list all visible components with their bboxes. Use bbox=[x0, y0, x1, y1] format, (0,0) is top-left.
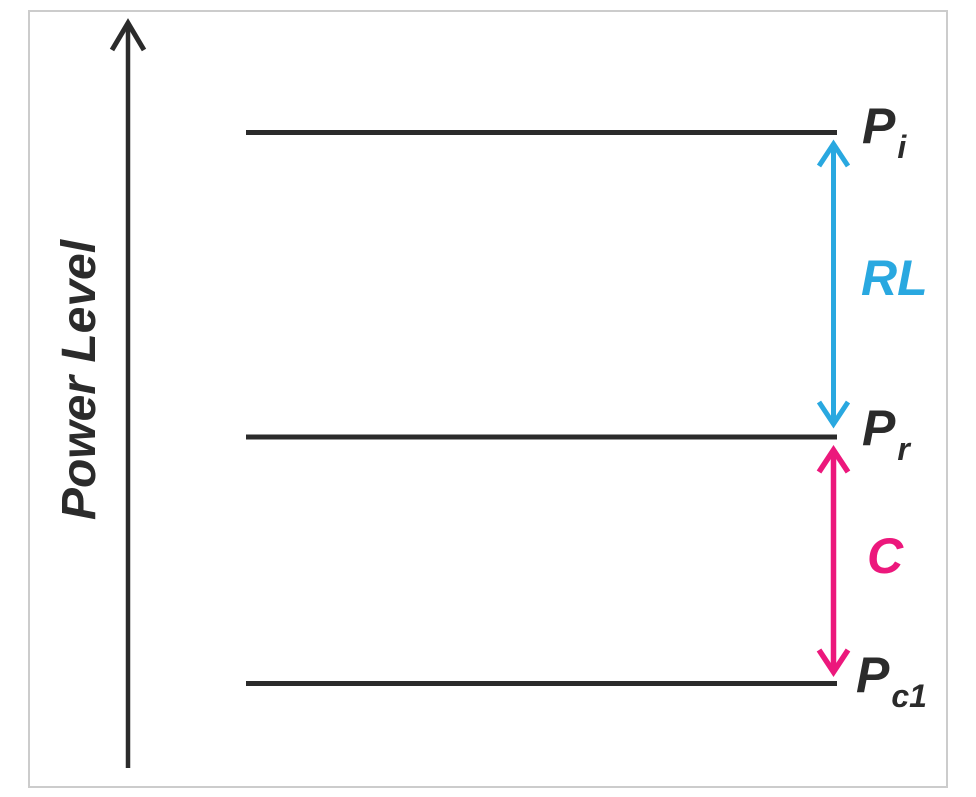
coupling-label: C bbox=[867, 528, 904, 584]
return-loss-arrow bbox=[816, 139, 851, 429]
return-loss-arrowhead-down-icon bbox=[816, 400, 851, 429]
power-axis-arrowhead-icon bbox=[109, 18, 147, 52]
coupling-arrow bbox=[816, 445, 851, 677]
figure-frame bbox=[28, 10, 948, 788]
pc1-label-base: P bbox=[856, 647, 890, 703]
return-loss-label: RL bbox=[861, 250, 928, 306]
power-axis bbox=[109, 18, 147, 768]
pi-level-label: Pi bbox=[862, 101, 906, 163]
pi-label-base: P bbox=[862, 98, 896, 154]
pc1-level-label: Pc1 bbox=[856, 650, 927, 712]
pr-label-subscript: r bbox=[897, 431, 910, 467]
pi-label-subscript: i bbox=[897, 129, 907, 165]
coupling-arrowhead-down-icon bbox=[816, 648, 851, 677]
coupling-arrowhead-up-icon bbox=[816, 445, 851, 474]
power-axis-label: Power Level bbox=[53, 239, 106, 521]
pr-label-base: P bbox=[862, 400, 896, 456]
pc1-label-subscript: c1 bbox=[891, 678, 927, 714]
return-loss-arrowhead-up-icon bbox=[816, 139, 851, 168]
pr-level-label: Pr bbox=[862, 403, 910, 465]
